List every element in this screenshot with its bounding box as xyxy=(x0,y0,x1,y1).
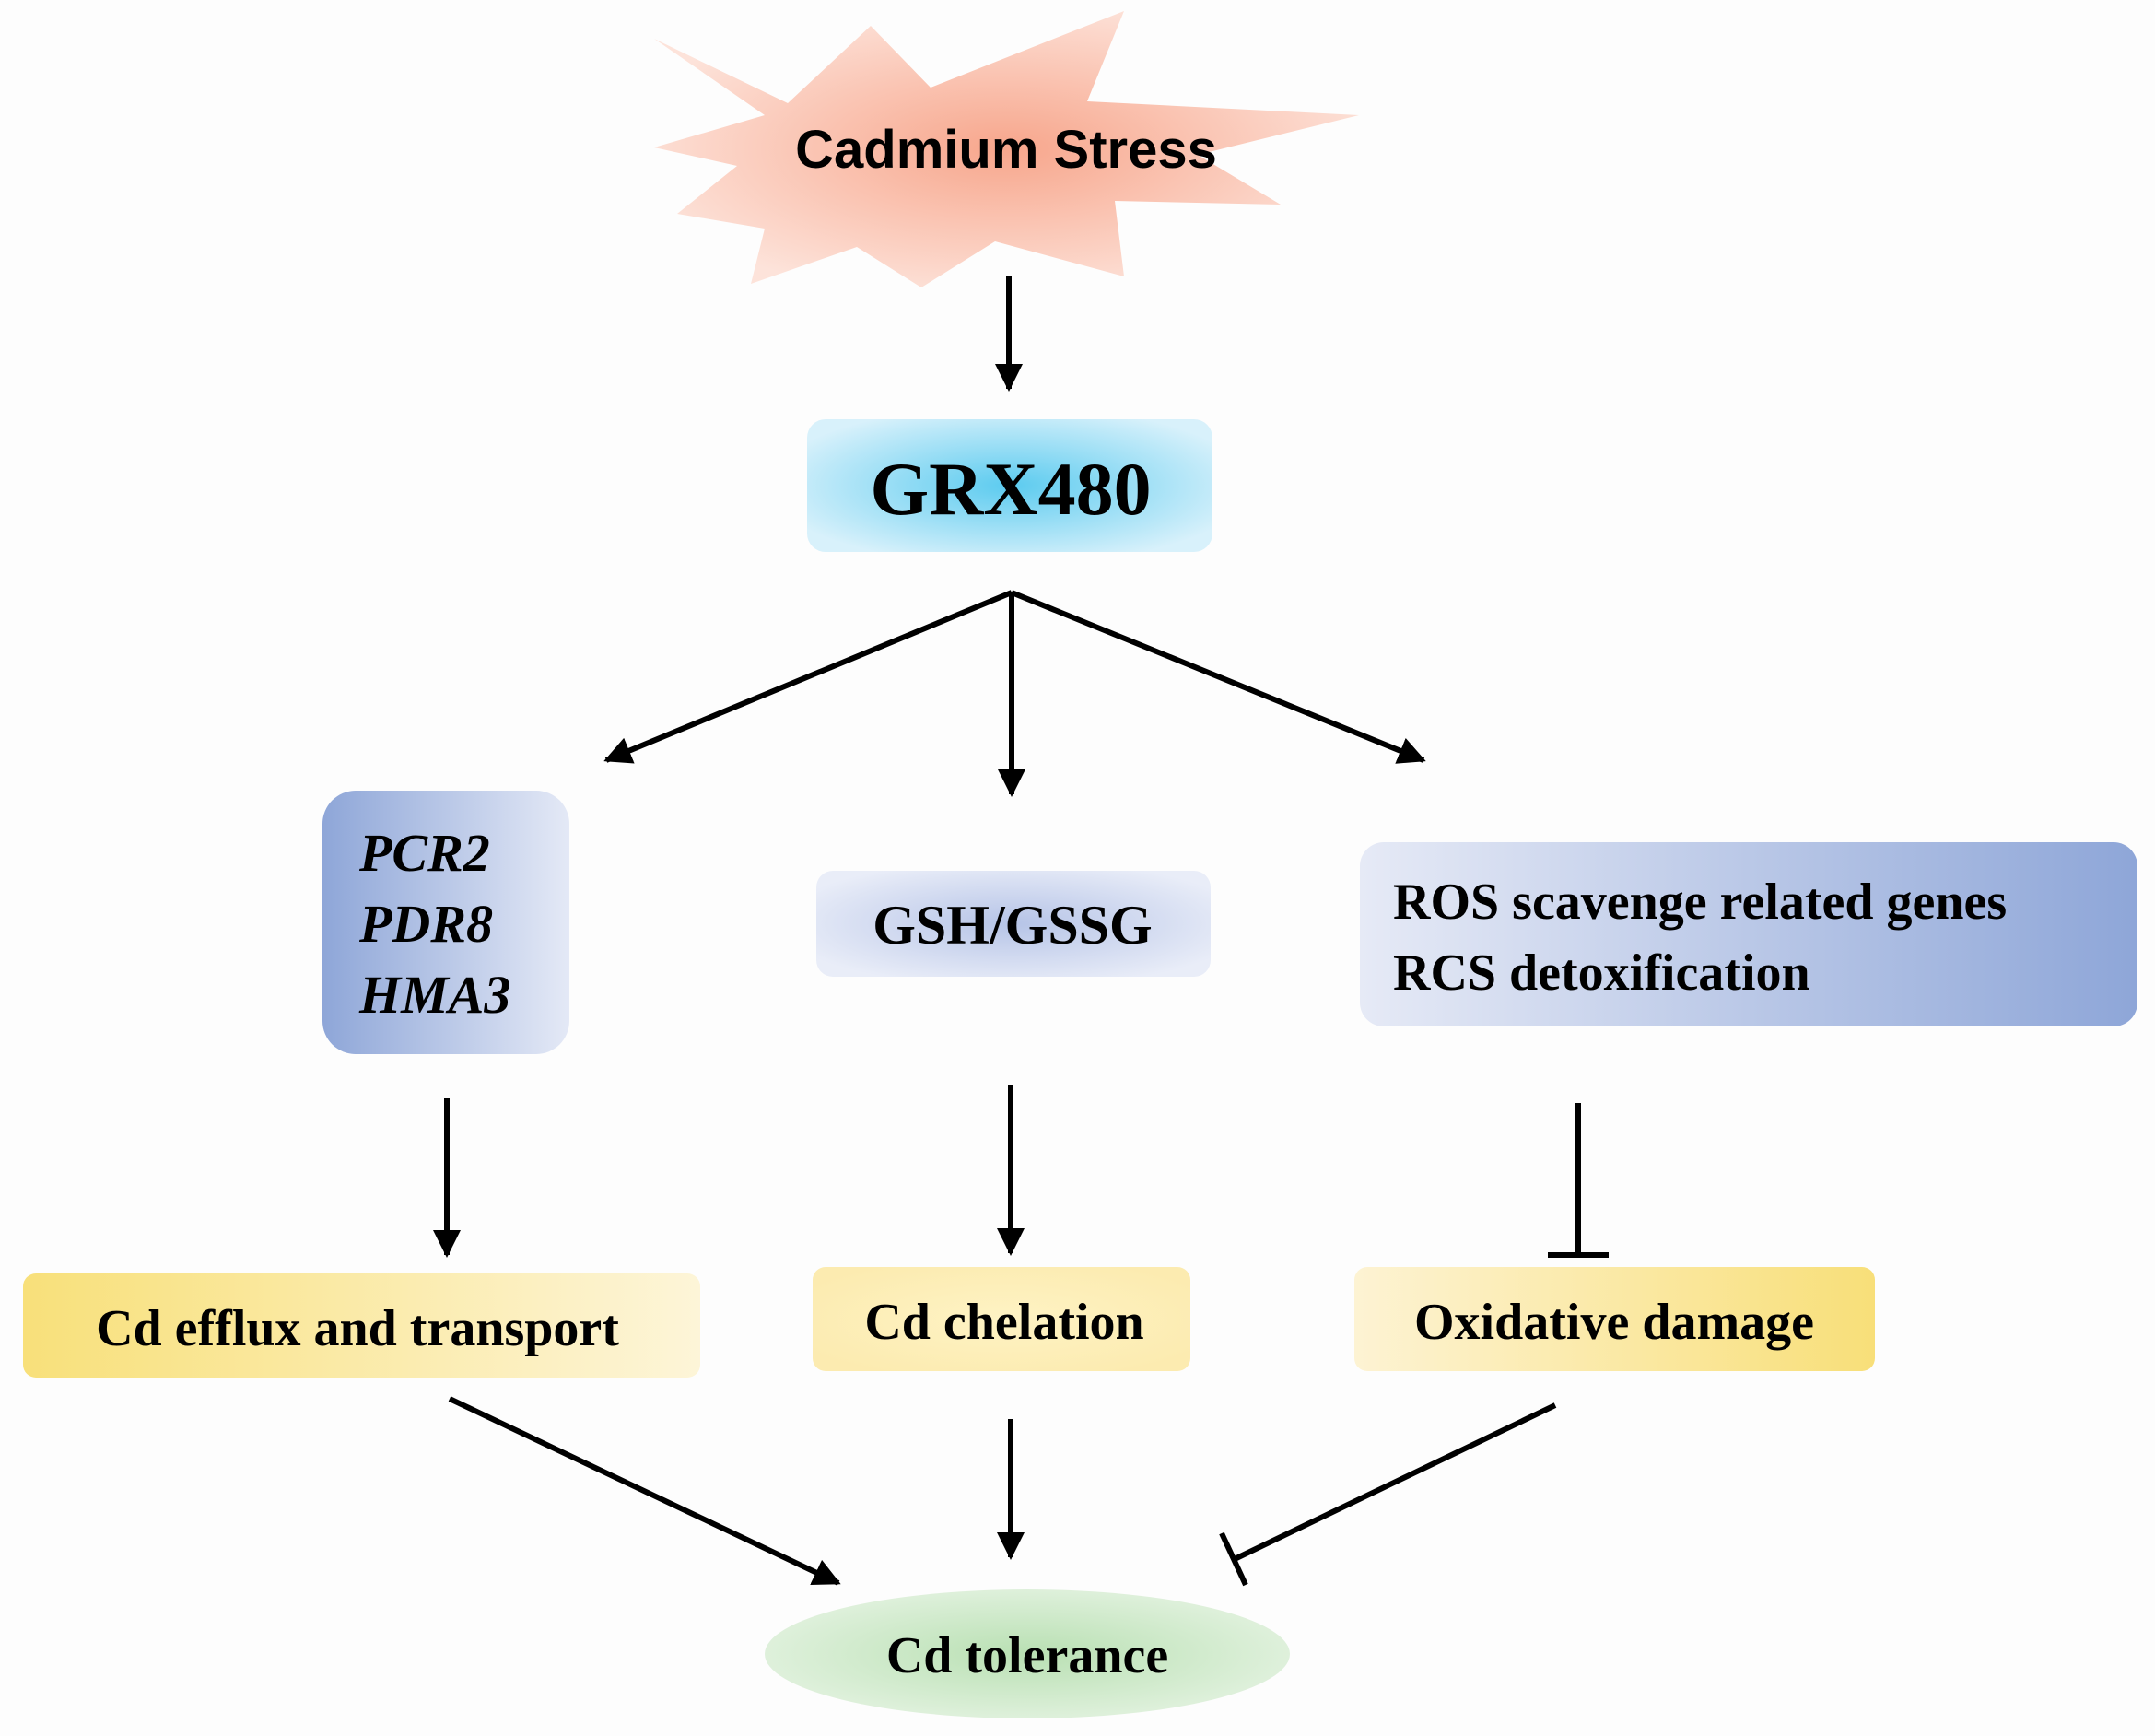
grx480-label: GRX480 xyxy=(870,447,1151,531)
inhibit-oxidative-to-tolerance-bar xyxy=(1219,1531,1248,1587)
ros-rcs-node: ROS scavenge related genes RCS detoxific… xyxy=(1360,842,2137,1026)
connectors xyxy=(433,276,1609,1587)
cadmium-stress-node: Cadmium Stress xyxy=(654,11,1359,287)
chelation-label: Cd chelation xyxy=(864,1294,1143,1351)
genes-box xyxy=(322,791,569,1054)
inhibit-oxidative-to-tolerance xyxy=(1233,1402,1557,1562)
ros-label: ROS scavenge related genes xyxy=(1393,874,2007,931)
oxidative-label: Oxidative damage xyxy=(1414,1294,1814,1351)
redox-node: GSH/GSSG xyxy=(816,871,1211,977)
arrow-efflux-to-tolerance xyxy=(448,1396,841,1586)
arrow-grx480-to-genes xyxy=(603,590,1013,764)
oxidative-damage-node: Oxidative damage xyxy=(1354,1267,1875,1371)
chelation-box xyxy=(813,1267,1190,1371)
gene-pcr2: PCR2 xyxy=(358,823,490,883)
gene-hma3: HMA3 xyxy=(358,965,510,1025)
efflux-box xyxy=(23,1273,700,1378)
chelation-node: Cd chelation xyxy=(813,1267,1190,1371)
arrow-grx480-to-ros xyxy=(1010,590,1426,764)
grx480-box xyxy=(807,419,1212,552)
tolerance-ellipse xyxy=(765,1589,1290,1718)
grx480-node: GRX480 xyxy=(807,419,1212,552)
ros-box xyxy=(1360,842,2137,1026)
transporter-genes-node: PCR2 PDR8 HMA3 xyxy=(322,791,569,1054)
stress-burst-shape xyxy=(654,11,1359,287)
stress-label: Cadmium Stress xyxy=(795,120,1217,180)
efflux-node: Cd efflux and transport xyxy=(23,1273,700,1378)
redox-box xyxy=(816,871,1211,977)
cd-tolerance-node: Cd tolerance xyxy=(765,1589,1290,1718)
redox-label: GSH/GSSG xyxy=(873,895,1152,956)
oxidative-box xyxy=(1354,1267,1875,1371)
tolerance-label: Cd tolerance xyxy=(886,1627,1168,1684)
efflux-label: Cd efflux and transport xyxy=(96,1300,619,1357)
rcs-label: RCS detoxification xyxy=(1393,944,1810,1002)
gene-pdr8: PDR8 xyxy=(358,894,493,954)
